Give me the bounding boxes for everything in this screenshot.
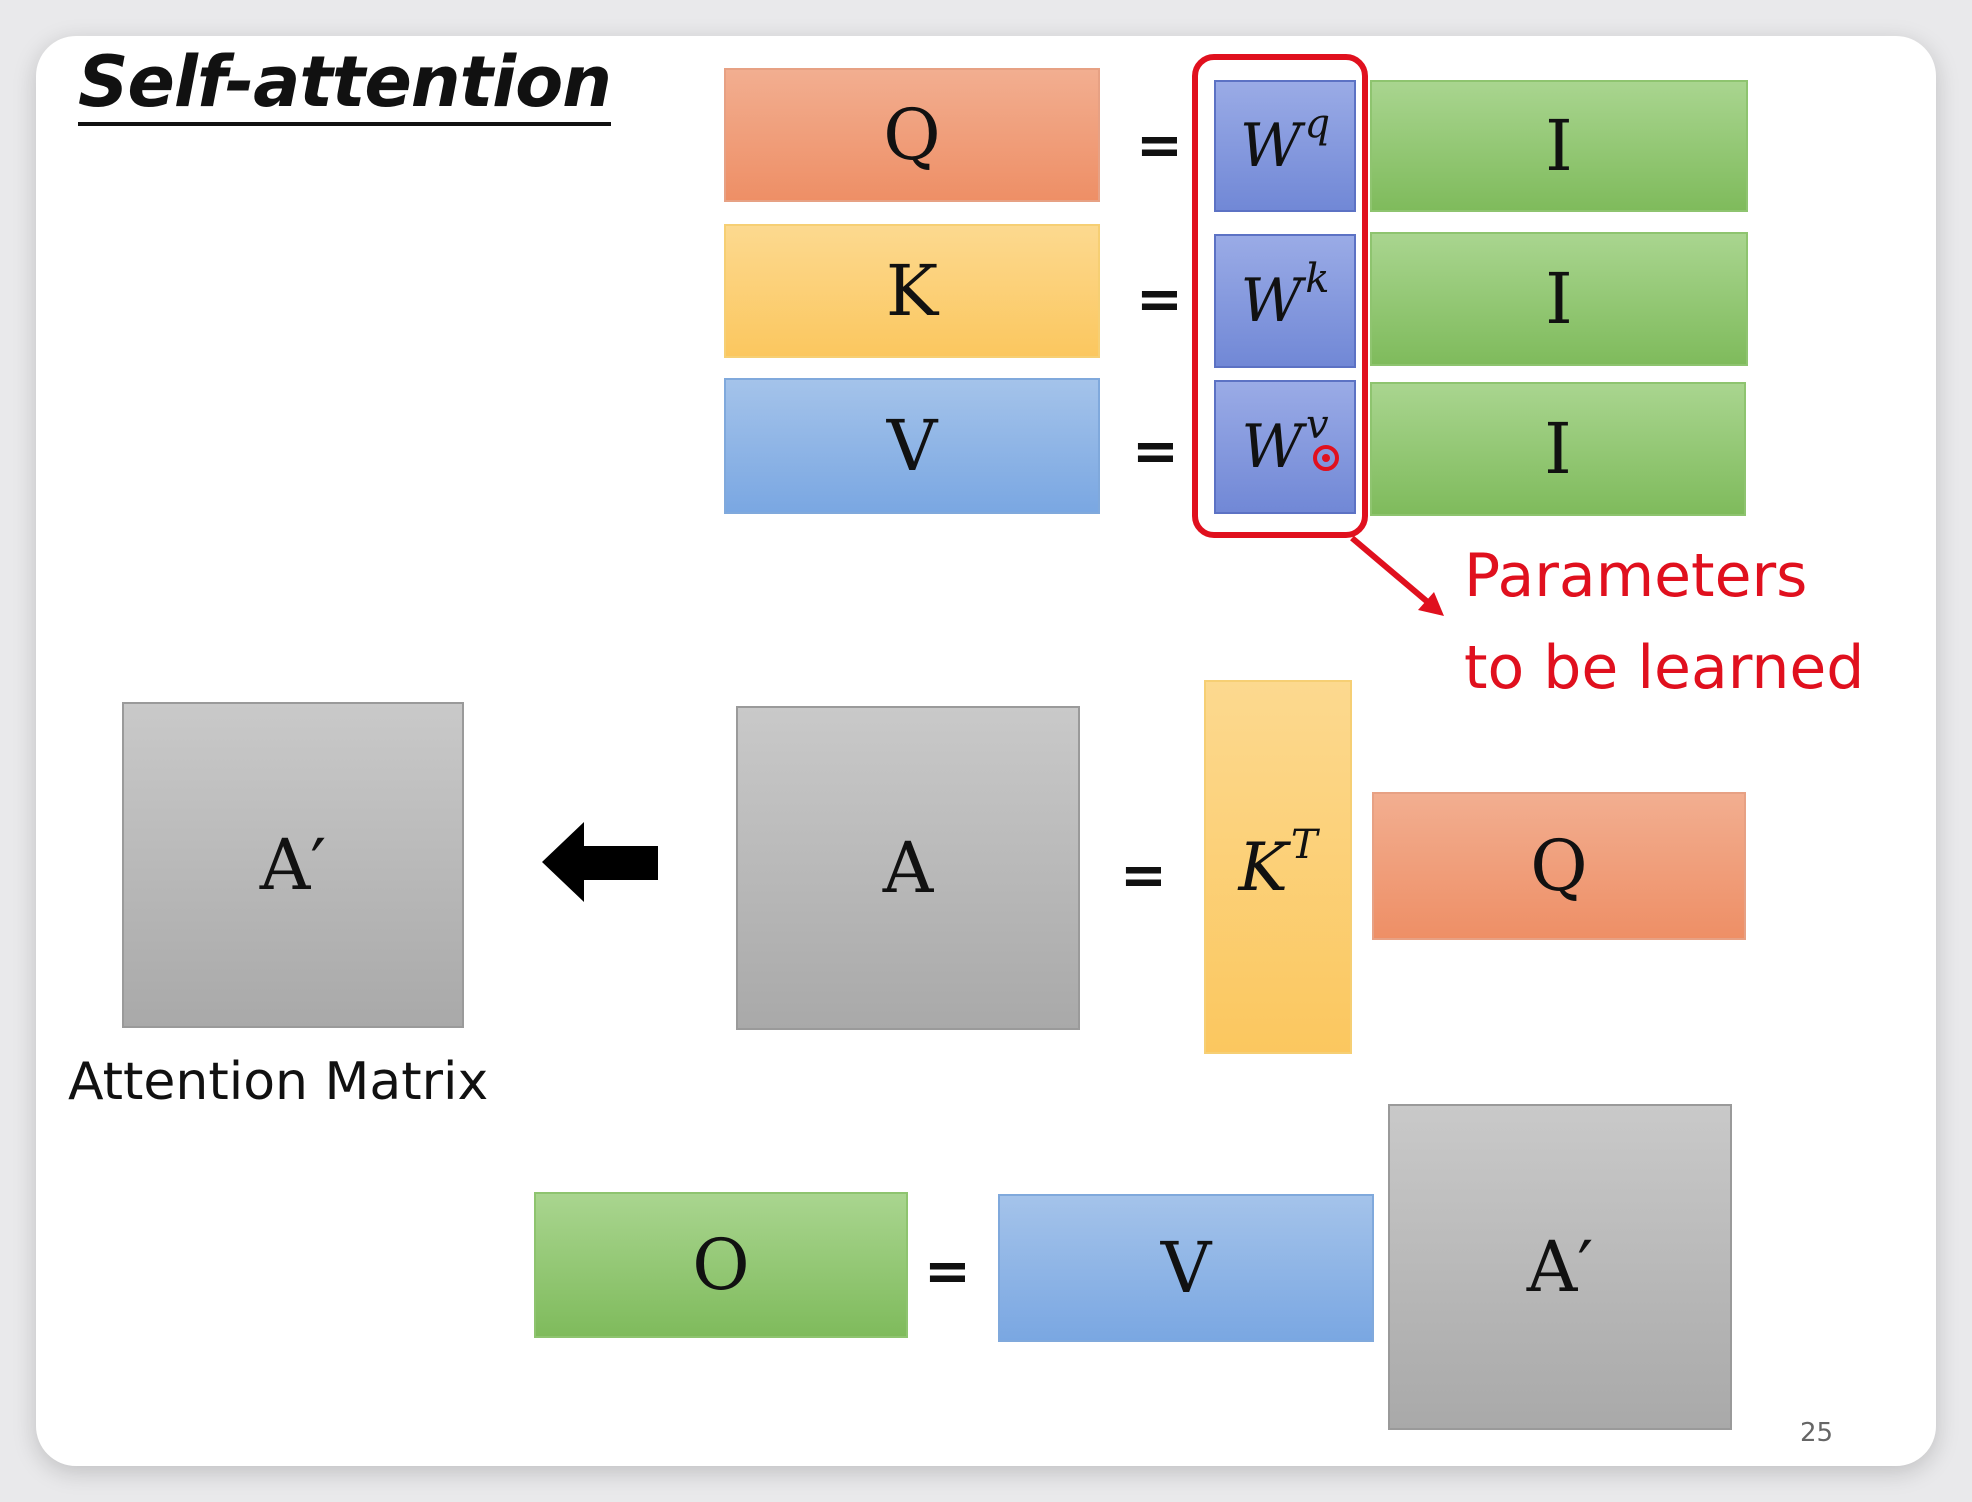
i-label-1: I bbox=[1545, 105, 1573, 187]
equals-sign: = bbox=[924, 1239, 971, 1304]
wq-base: W bbox=[1239, 111, 1302, 181]
a-matrix: A bbox=[736, 706, 1080, 1030]
attention-matrix-caption: Attention Matrix bbox=[68, 1052, 489, 1112]
parameters-annotation-line1: Parameters bbox=[1464, 541, 1808, 611]
output-o-matrix: O bbox=[534, 1192, 908, 1338]
parameters-highlight-frame bbox=[1192, 54, 1368, 538]
input-i-matrix-1: I bbox=[1370, 80, 1748, 212]
wq-sup: q bbox=[1304, 101, 1331, 147]
v-matrix-bottom: V bbox=[998, 1194, 1374, 1342]
parameters-annotation-line2: to be learned bbox=[1464, 633, 1865, 703]
a-label: A bbox=[882, 827, 934, 909]
v-bottom-label: V bbox=[1160, 1227, 1212, 1309]
equals-sign: = bbox=[1136, 267, 1183, 332]
input-i-matrix-2: I bbox=[1370, 232, 1748, 366]
q-matrix: Q bbox=[724, 68, 1100, 202]
kt-base: K bbox=[1238, 828, 1288, 906]
k-label: K bbox=[885, 250, 939, 332]
a-prime-label: A′ bbox=[259, 824, 327, 906]
input-i-matrix-3: I bbox=[1370, 382, 1746, 516]
page-number: 25 bbox=[1800, 1418, 1834, 1448]
cursor-marker bbox=[1313, 445, 1339, 471]
wv-base: W bbox=[1241, 412, 1304, 482]
equals-sign: = bbox=[1120, 843, 1167, 908]
kt-sup: T bbox=[1290, 822, 1318, 868]
left-arrow-icon bbox=[542, 822, 658, 902]
q-middle-label: Q bbox=[1530, 825, 1588, 907]
v-matrix: V bbox=[724, 378, 1100, 514]
parameters-annotation: Parameters to be learned bbox=[1464, 530, 1864, 714]
i-label-2: I bbox=[1545, 258, 1573, 340]
q-label: Q bbox=[883, 94, 941, 176]
equals-sign: = bbox=[1132, 419, 1179, 484]
i-label-3: I bbox=[1544, 408, 1572, 490]
wk-base: W bbox=[1240, 266, 1303, 336]
wk-sup: k bbox=[1305, 256, 1330, 302]
red-pointer-arrow bbox=[1350, 535, 1444, 616]
equals-sign: = bbox=[1136, 113, 1183, 178]
slide-title: Self-attention bbox=[78, 45, 612, 126]
k-matrix: K bbox=[724, 224, 1100, 358]
o-label: O bbox=[692, 1224, 750, 1306]
wv-sup: v bbox=[1306, 402, 1329, 448]
v-label: V bbox=[886, 405, 938, 487]
q-matrix-middle: Q bbox=[1372, 792, 1746, 940]
a-prime-bottom-label: A′ bbox=[1526, 1226, 1594, 1308]
a-prime-matrix-bottom: A′ bbox=[1388, 1104, 1732, 1430]
attention-matrix-a-prime: A′ bbox=[122, 702, 464, 1028]
